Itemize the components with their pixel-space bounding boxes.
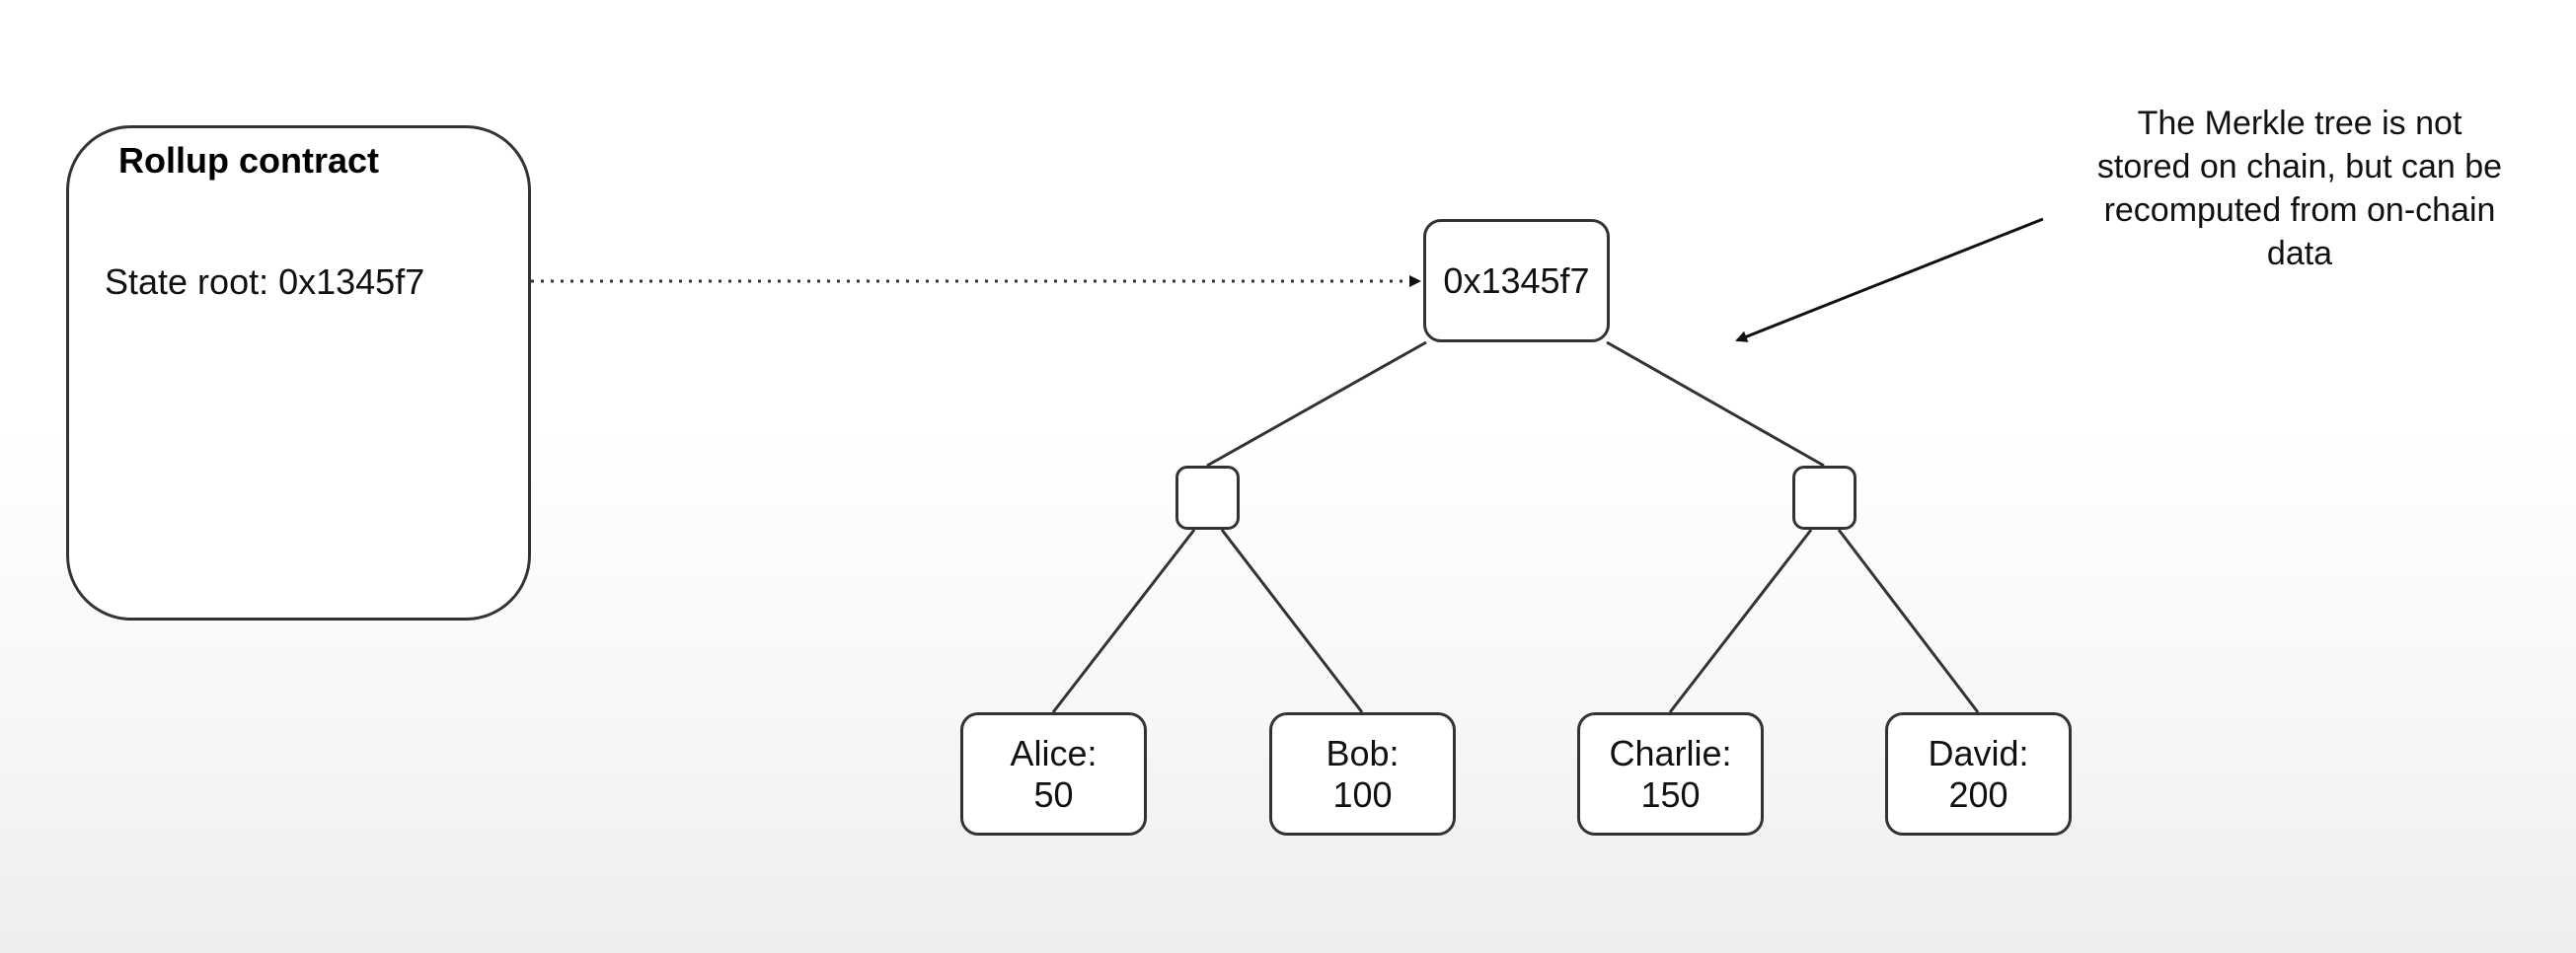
merkle-internal-node-right (1792, 466, 1856, 530)
leaf-balance: 150 (1640, 773, 1701, 815)
merkle-internal-node-left (1175, 466, 1240, 530)
merkle-root-hash: 0x1345f7 (1443, 259, 1590, 301)
rollup-contract-title: Rollup contract (118, 140, 380, 181)
leaf-name: David: (1928, 732, 2029, 773)
merkle-root-node: 0x1345f7 (1423, 219, 1610, 342)
edge-left-to-bob (1220, 529, 1364, 713)
merkle-annotation-text: The Merkle tree is not stored on chain, … (2096, 105, 2503, 272)
edge-root-to-left (1206, 340, 1427, 468)
leaf-name: Charlie: (1609, 732, 1732, 773)
rollup-contract-box: Rollup contract State root: 0x1345f7 (66, 125, 531, 621)
leaf-balance: 50 (1033, 773, 1074, 815)
annotation-arrow (1735, 217, 2044, 342)
edge-right-to-david (1837, 529, 1980, 713)
leaf-name: Alice: (1010, 732, 1098, 773)
leaf-balance: 100 (1332, 773, 1393, 815)
leaf-node-bob: Bob: 100 (1269, 712, 1456, 836)
leaf-balance: 200 (1948, 773, 2008, 815)
leaf-node-charlie: Charlie: 150 (1577, 712, 1764, 836)
leaf-node-david: David: 200 (1885, 712, 2072, 836)
edge-left-to-alice (1051, 529, 1196, 713)
leaf-name: Bob: (1326, 732, 1400, 773)
state-root-label: State root: 0x1345f7 (105, 261, 425, 302)
leaf-node-alice: Alice: 50 (960, 712, 1147, 836)
edge-root-to-right (1606, 340, 1825, 468)
edge-right-to-charlie (1668, 529, 1813, 713)
